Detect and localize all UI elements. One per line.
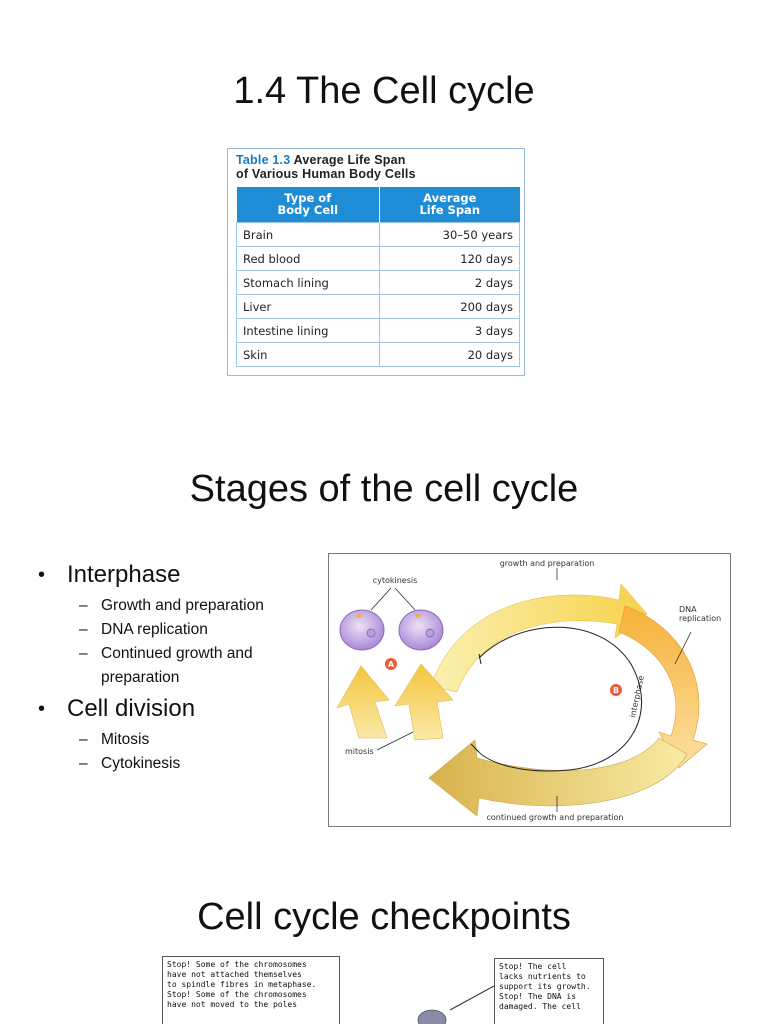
header-span-line1: Average <box>423 191 477 205</box>
pointer-line <box>394 587 416 611</box>
header-type-line2: Body Cell <box>277 203 339 217</box>
arc-tick <box>478 653 482 665</box>
cell-span: 120 days <box>379 246 520 271</box>
arc-arrow-dna-replication <box>618 605 708 769</box>
pointer-line <box>376 731 414 751</box>
sub-bullet: –DNA replication <box>79 618 328 642</box>
life-span-table: Type of Body Cell Average Life Span Brai… <box>236 187 520 367</box>
arc-arrow-growth <box>430 583 648 693</box>
sub-bullet-label: Growth and preparation <box>101 597 264 614</box>
marker-b <box>610 684 622 696</box>
bullet-cell-division: • Cell division <box>38 694 328 724</box>
pointer-line <box>674 631 692 665</box>
bullet-dot: • <box>38 698 46 720</box>
checkpoints-figure: Stop! Some of the chromosomes have not a… <box>160 950 607 1024</box>
sub-bullet-dash: – <box>79 621 88 638</box>
label-growth: growth and preparation <box>500 559 595 568</box>
cell-span: 20 days <box>379 342 520 367</box>
cell-cycle-diagram: A B growth and preparation cytokinesis D… <box>328 553 731 827</box>
cell-type: Skin <box>236 342 380 367</box>
life-span-table-figure: Table 1.3 Average Life Span of Various H… <box>227 148 525 376</box>
pointer-line <box>370 587 392 611</box>
sub-bullet: –Mitosis <box>79 728 328 752</box>
cell-nucleus <box>425 628 435 638</box>
header-cell-type: Type of Body Cell <box>236 187 380 223</box>
arc-arrow-mitosis-right <box>394 663 454 741</box>
stages-bullet-list: •Interphase –Growth and preparation –DNA… <box>38 560 328 776</box>
section-title-stages: Stages of the cell cycle <box>189 468 579 510</box>
page-title: 1.4 The Cell cycle <box>233 70 535 112</box>
checkpoint-note-left: Stop! Some of the chromosomes have not a… <box>162 956 340 1024</box>
cell-type: Intestine lining <box>236 318 380 343</box>
sub-bullet: –Cytokinesis <box>79 752 328 776</box>
cell-cycle-svg: A B growth and preparation cytokinesis D… <box>336 559 721 822</box>
sub-bullet-label: DNA replication <box>101 621 208 638</box>
sub-bullet-spacer <box>79 666 101 690</box>
interphase-inner-arc <box>474 626 642 772</box>
cell-nucleus <box>366 628 376 638</box>
daughter-cell-right <box>398 609 444 651</box>
marker-b-label: B <box>613 686 619 695</box>
arc-arrow-continued-growth <box>428 737 688 817</box>
cell-type: Stomach lining <box>236 270 380 295</box>
bullet-interphase: • Interphase <box>38 560 328 590</box>
pointer-line <box>449 985 495 1011</box>
cell-type: Liver <box>236 294 380 319</box>
table-caption-line1: Average Life Span <box>293 153 406 167</box>
cell-organelle <box>415 614 421 618</box>
header-type-line1: Type of <box>284 191 332 205</box>
marker-a <box>385 658 397 670</box>
sub-bullet-dash: – <box>79 731 88 748</box>
cell-span: 30–50 years <box>379 222 520 247</box>
cell-organelle <box>356 614 362 618</box>
daughter-cell-left <box>339 609 385 651</box>
sub-bullet-dash: – <box>79 755 88 772</box>
arc-tick <box>470 743 480 753</box>
sub-bullet-dash: – <box>79 645 88 662</box>
sub-bullet-dash: – <box>79 597 88 614</box>
sub-bullet-label: Mitosis <box>101 731 150 748</box>
header-span-line2: Life Span <box>419 203 481 217</box>
checkpoint-illustration <box>417 985 495 1024</box>
checkpoint-cell-icon <box>417 1009 447 1024</box>
cell-span: 2 days <box>379 270 520 295</box>
bullet-division-label: Cell division <box>67 695 196 722</box>
bullet-interphase-label: Interphase <box>67 561 181 588</box>
label-cytokinesis: cytokinesis <box>373 576 418 585</box>
sub-bullet-continued: preparation <box>79 666 328 690</box>
marker-a-label: A <box>388 660 395 669</box>
section-title-checkpoints: Cell cycle checkpoints <box>197 896 571 938</box>
cell-span: 200 days <box>379 294 520 319</box>
checkpoint-note-right: Stop! The cell lacks nutrients to suppor… <box>494 958 604 1024</box>
header-cell-span: Average Life Span <box>379 187 520 223</box>
table-number: Table 1.3 <box>236 153 291 167</box>
label-continued-growth: continued growth and preparation <box>487 813 624 822</box>
cell-type: Brain <box>236 222 380 247</box>
sub-bullet-label: preparation <box>101 669 180 686</box>
cell-span: 3 days <box>379 318 520 343</box>
bullet-dot: • <box>38 564 46 586</box>
sub-bullet: –Continued growth and <box>79 642 328 666</box>
table-caption-line2: of Various Human Body Cells <box>236 167 416 181</box>
table-caption: Table 1.3 Average Life Span of Various H… <box>236 153 416 181</box>
label-dna-line2: replication <box>679 614 721 623</box>
sub-bullet-label: Cytokinesis <box>101 755 181 772</box>
label-dna-line1: DNA <box>679 605 697 614</box>
sub-bullet-label: Continued growth and <box>101 645 253 662</box>
table-header-row: Type of Body Cell Average Life Span <box>236 187 520 223</box>
label-mitosis: mitosis <box>345 747 374 756</box>
sub-bullet: –Growth and preparation <box>79 594 328 618</box>
cell-type: Red blood <box>236 246 380 271</box>
arc-arrow-mitosis-left <box>336 665 390 739</box>
label-interphase: interphase <box>628 675 646 719</box>
